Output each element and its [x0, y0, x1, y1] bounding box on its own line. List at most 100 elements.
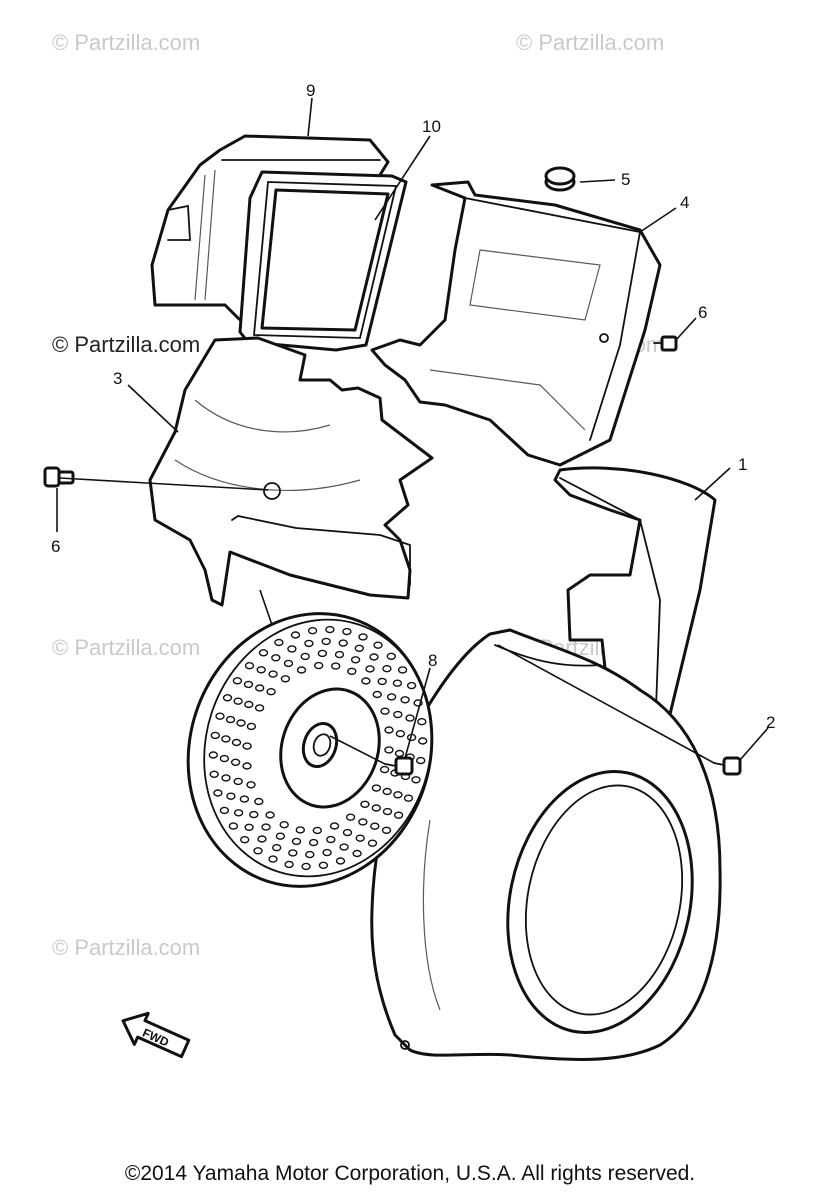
fan-hole	[350, 656, 361, 664]
fan-hole	[358, 818, 368, 826]
fan-hole	[382, 665, 392, 673]
fan-hole	[215, 712, 225, 720]
fan-hole	[338, 639, 348, 647]
fan-hole	[318, 861, 329, 869]
fan-hole	[352, 849, 362, 858]
fan-hole	[244, 823, 254, 831]
callout-2: 2	[766, 713, 775, 732]
fan-hole	[253, 847, 263, 855]
fan-hole	[325, 625, 335, 634]
fan-hole	[257, 835, 267, 843]
callout-6-left: 6	[51, 537, 60, 556]
fan-hole	[380, 707, 390, 715]
fan-hole	[393, 710, 403, 719]
fan-hole	[335, 857, 346, 865]
callout-9: 9	[306, 81, 315, 100]
callout-3: 3	[113, 369, 122, 388]
fan-hole	[232, 677, 243, 685]
fan-hole	[249, 810, 259, 819]
fan-hole	[384, 746, 394, 754]
fan-hole	[256, 666, 266, 674]
callout-6-right: 6	[698, 303, 707, 322]
fan-hole	[342, 828, 353, 837]
fan-hole	[254, 704, 265, 712]
fan-hole	[221, 735, 231, 743]
fan-hole	[236, 719, 246, 727]
fan-hole	[331, 662, 341, 670]
callout-10: 10	[422, 117, 441, 136]
fan-hole	[208, 751, 219, 759]
fan-hole	[386, 652, 396, 660]
part-3-side-shroud	[148, 336, 434, 607]
fan-hole	[342, 627, 352, 636]
fan-hole	[395, 730, 406, 738]
fan-hole	[225, 715, 236, 724]
fan-hole	[301, 862, 311, 871]
fan-hole	[416, 756, 426, 765]
fan-hole	[219, 806, 230, 815]
fan-hole	[265, 811, 275, 819]
fan-hole	[345, 813, 356, 821]
fan-hole	[239, 795, 250, 803]
fan-hole	[254, 797, 264, 806]
fan-hole	[272, 844, 282, 852]
fan-hole	[280, 675, 291, 683]
fan-hole	[365, 665, 375, 673]
watermark: © Partzilla.com	[52, 332, 200, 357]
fan-hole	[386, 693, 397, 701]
fan-hole	[329, 822, 340, 830]
fan-hole	[373, 641, 383, 649]
callout-4: 4	[680, 193, 689, 212]
fan-hole	[400, 696, 410, 704]
part-6-bolt-right	[653, 335, 678, 352]
part-2-bolt	[713, 756, 742, 776]
fan-hole	[304, 639, 314, 648]
part-1-fan-shroud	[553, 466, 717, 767]
fan-hole	[284, 860, 294, 869]
fan-hole	[271, 654, 281, 662]
fan-hole	[255, 684, 265, 692]
fan-hole	[393, 791, 403, 799]
fan-hole	[411, 776, 421, 784]
callout-1: 1	[738, 455, 747, 474]
watermark: © Partzilla.com	[516, 30, 664, 55]
fan-hole	[291, 837, 302, 846]
fan-hole	[275, 832, 286, 840]
fan-hole	[295, 826, 305, 834]
callout-8: 8	[428, 651, 437, 670]
fan-hole	[230, 758, 241, 766]
fan-hole	[418, 737, 428, 745]
fan-hole	[405, 714, 415, 722]
fan-hole	[384, 726, 394, 734]
fan-hole	[354, 644, 364, 652]
fan-hole	[246, 722, 257, 731]
fan-hole	[392, 679, 403, 687]
fan-hole	[394, 749, 405, 758]
fan-hole	[288, 849, 298, 857]
fan-hole	[209, 770, 219, 778]
fan-hole	[242, 762, 252, 770]
fan-hole	[244, 700, 254, 709]
fan-hole	[307, 627, 318, 635]
part-1-fan-housing	[370, 628, 722, 1061]
fan-hole	[233, 809, 244, 817]
part-8-bolt	[384, 756, 414, 776]
fan-hole	[300, 652, 310, 661]
fan-hole	[283, 659, 294, 668]
fan-hole	[287, 645, 297, 653]
fan-hole	[322, 848, 332, 857]
fan-holes	[208, 625, 428, 871]
fan-hole	[377, 677, 387, 686]
part-4-rear-shroud	[370, 180, 662, 467]
fan-hole	[379, 765, 390, 774]
fan-hole	[246, 781, 256, 789]
fan-hole	[347, 667, 357, 675]
copyright-footer: ©2014 Yamaha Motor Corporation, U.S.A. A…	[124, 1162, 696, 1185]
fan-hole	[370, 822, 380, 830]
fan-hole	[360, 800, 370, 808]
fan-hole	[242, 742, 252, 750]
fan-hole	[312, 826, 322, 835]
fan-hole	[274, 638, 284, 647]
fan-hole	[372, 690, 382, 699]
